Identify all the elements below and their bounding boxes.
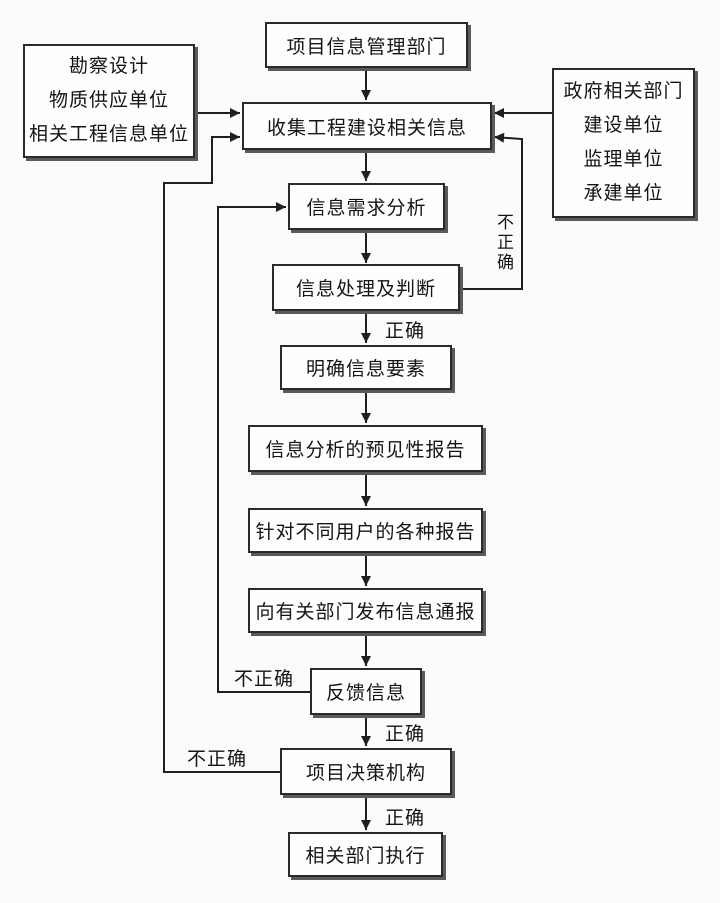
loop-decision-incorrect-to-collect	[163, 132, 280, 773]
node-left-sources: 勘察设计 物质供应单位 相关工程信息单位	[23, 44, 195, 158]
node-clarify-elements: 明确信息要素	[280, 345, 452, 390]
loop-feedback-incorrect-to-analysis	[217, 202, 310, 693]
right-source-line-3: 监理单位	[583, 149, 664, 170]
right-source-line-2: 建设单位	[583, 115, 664, 136]
right-source-line-4: 承建单位	[583, 183, 664, 204]
node-feedback: 反馈信息	[310, 668, 422, 715]
left-source-line-1: 勘察设计	[68, 56, 149, 77]
node-user-reports: 针对不同用户的各种报告	[248, 508, 483, 553]
label-incorrect-decision-loop: 不正确	[187, 749, 248, 770]
left-source-line-2: 物质供应单位	[48, 90, 169, 111]
node-project-info-dept: 项目信息管理部门	[265, 22, 468, 68]
label-incorrect-judge-loop: 不正确	[494, 213, 513, 273]
node-collect-info: 收集工程建设相关信息	[242, 102, 492, 150]
node-execute: 相关部门执行	[288, 832, 443, 877]
label-correct-after-decision: 正确	[385, 808, 426, 829]
node-decision-body: 项目决策机构	[280, 748, 452, 795]
loop-judge-incorrect-to-collect	[460, 132, 523, 290]
node-need-analysis: 信息需求分析	[288, 183, 445, 230]
label-correct-after-feedback: 正确	[385, 724, 426, 745]
node-right-sources: 政府相关部门 建设单位 监理单位 承建单位	[552, 68, 695, 218]
left-source-line-3: 相关工程信息单位	[28, 124, 189, 145]
node-predictive-report: 信息分析的预见性报告	[248, 425, 483, 472]
node-process-judge: 信息处理及判断	[272, 264, 460, 311]
label-correct-after-judge: 正确	[385, 321, 426, 342]
node-notify-departments: 向有关部门发布信息通报	[248, 588, 483, 633]
label-incorrect-feedback-loop: 不正确	[234, 669, 295, 690]
right-source-line-1: 政府相关部门	[563, 81, 684, 102]
